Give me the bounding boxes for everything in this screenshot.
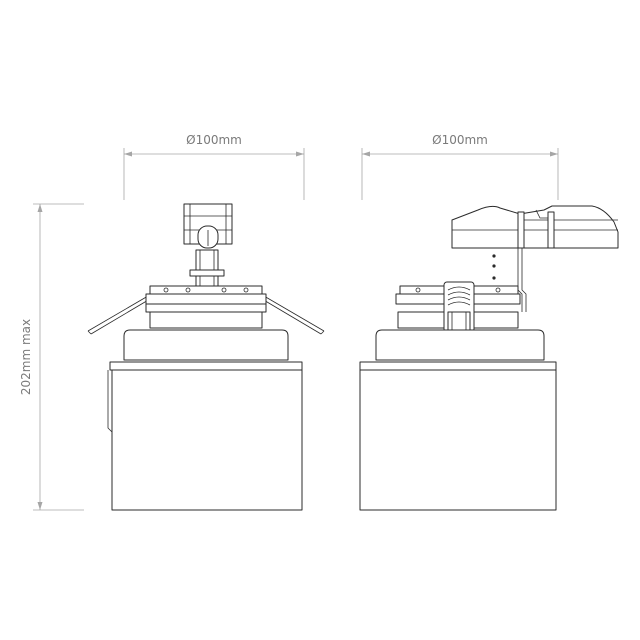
front-collar: [123, 303, 289, 361]
front-left-spring-clip: [87, 294, 155, 335]
front-right-spring-clip: [257, 294, 325, 335]
side-collar: [375, 311, 545, 361]
side-bracket: [492, 248, 527, 312]
front-top-plate: [145, 285, 267, 305]
height-dimension: 202mm max: [19, 203, 84, 511]
left-width-label: Ø100mm: [186, 133, 242, 147]
side-view: [359, 205, 619, 511]
left-width-dimension: Ø100mm: [123, 133, 305, 200]
front-terminal-block: [183, 203, 233, 249]
front-shade: [107, 369, 303, 511]
right-width-dimension: Ø100mm: [361, 133, 559, 200]
side-driver-box: [451, 205, 619, 249]
right-width-label: Ø100mm: [432, 133, 488, 147]
side-shade: [359, 369, 557, 511]
front-cable-stem: [189, 249, 225, 289]
side-spring-coil: [443, 281, 475, 333]
front-view: [87, 203, 325, 511]
height-label: 202mm max: [19, 319, 33, 395]
